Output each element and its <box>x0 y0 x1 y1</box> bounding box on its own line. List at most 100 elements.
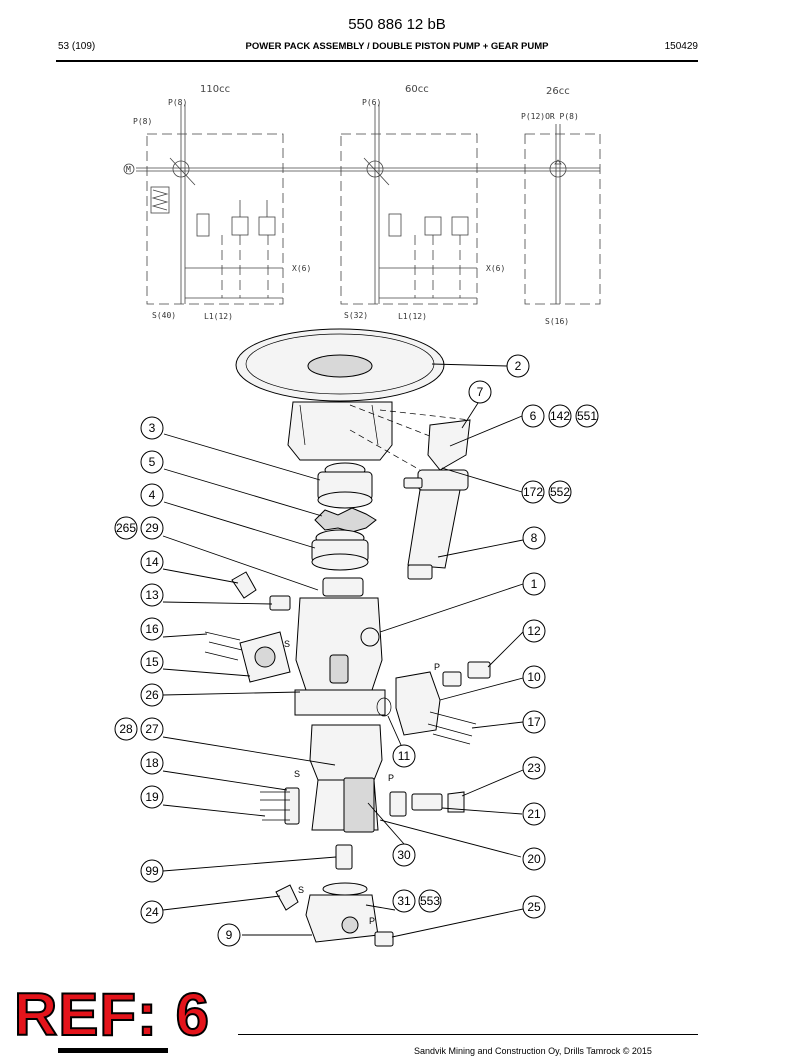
callout[interactable]: 265 <box>114 516 138 540</box>
svg-text:26: 26 <box>145 688 159 702</box>
pump-2-top-port: P(6) <box>362 98 381 107</box>
svg-text:24: 24 <box>145 905 159 919</box>
callout[interactable]: 21 <box>522 802 546 826</box>
svg-text:99: 99 <box>145 864 159 878</box>
svg-text:11: 11 <box>398 749 411 763</box>
port-letter: S <box>294 769 300 779</box>
svg-text:10: 10 <box>527 670 541 684</box>
svg-text:553: 553 <box>420 894 440 908</box>
valve-block <box>395 671 441 736</box>
callout[interactable]: 9 <box>217 923 241 947</box>
gear-pump <box>305 894 379 943</box>
page-number: 53 (109) <box>58 41 96 52</box>
port-letter: S <box>298 885 304 895</box>
page-title: POWER PACK ASSEMBLY / DOUBLE PISTON PUMP… <box>245 41 549 52</box>
filter-bracket <box>427 419 471 471</box>
filter-bowl <box>407 489 461 569</box>
filter-head <box>417 469 469 491</box>
port-letter: P <box>388 773 394 783</box>
port-letter: P <box>434 662 440 672</box>
callout[interactable]: 7 <box>468 380 492 404</box>
callout[interactable]: 8 <box>522 526 546 550</box>
callout[interactable]: 23 <box>522 756 546 780</box>
date-code: 150429 <box>664 41 698 52</box>
callout[interactable]: 31 <box>392 889 416 913</box>
second-piston-pump <box>309 724 383 781</box>
callout[interactable]: 15 <box>140 650 164 674</box>
pump-3-displacement: 26cc <box>546 86 570 97</box>
callout[interactable]: 6 <box>521 404 545 428</box>
svg-text:20: 20 <box>527 852 541 866</box>
callout[interactable]: 11 <box>392 744 416 768</box>
callout[interactable]: 24 <box>140 900 164 924</box>
callout[interactable]: 10 <box>522 665 546 689</box>
svg-text:4: 4 <box>149 488 156 502</box>
callout[interactable]: 17 <box>522 710 546 734</box>
svg-text:2: 2 <box>515 359 522 373</box>
svg-text:5: 5 <box>149 455 156 469</box>
svg-text:29: 29 <box>145 521 159 535</box>
callout[interactable]: 30 <box>392 843 416 867</box>
svg-text:6: 6 <box>530 409 537 423</box>
port-letter: P <box>369 916 375 926</box>
svg-text:142: 142 <box>550 409 570 423</box>
pump-1-side-port: P(8) <box>133 117 152 126</box>
leader-lines <box>162 363 524 938</box>
svg-text:17: 17 <box>527 715 541 729</box>
callout[interactable]: 172 <box>521 480 545 504</box>
callout[interactable]: 4 <box>140 483 164 507</box>
callout[interactable]: 3 <box>140 416 164 440</box>
svg-text:3: 3 <box>149 421 156 435</box>
callout[interactable]: 13 <box>140 583 164 607</box>
svg-text:21: 21 <box>527 807 541 821</box>
pump-3-frame <box>524 133 601 305</box>
intermediate-flange <box>294 689 386 716</box>
svg-text:8: 8 <box>531 531 538 545</box>
callout[interactable]: 551 <box>575 404 599 428</box>
callout[interactable]: 28 <box>114 717 138 741</box>
callout[interactable]: 29 <box>140 516 164 540</box>
coupling-spider <box>314 507 377 533</box>
svg-text:18: 18 <box>145 756 159 770</box>
document-number: 550 886 12 bB <box>348 16 446 33</box>
callout[interactable]: 19 <box>140 785 164 809</box>
motor-label: M <box>126 165 131 174</box>
callout[interactable]: 26 <box>140 683 164 707</box>
pump-1-frame <box>146 133 284 305</box>
callout[interactable]: 552 <box>548 480 572 504</box>
header-rule <box>56 60 698 62</box>
pump-2-displacement: 60cc <box>405 84 429 95</box>
callout[interactable]: 1 <box>522 572 546 596</box>
callout[interactable]: 2 <box>506 354 530 378</box>
svg-text:28: 28 <box>119 722 133 736</box>
callout[interactable]: 18 <box>140 751 164 775</box>
pump-1-x-port: X(6) <box>292 264 311 273</box>
callout[interactable]: 5 <box>140 450 164 474</box>
svg-text:19: 19 <box>145 790 159 804</box>
callout-bubbles: 2 7 6 142 551 3 172 552 5 4 8 265 29 14 … <box>114 354 599 947</box>
coupling-sleeve <box>335 844 353 870</box>
callout[interactable]: 553 <box>418 889 442 913</box>
callout[interactable]: 20 <box>522 847 546 871</box>
svg-text:13: 13 <box>145 588 159 602</box>
pump-3-s-port: S(16) <box>545 317 569 326</box>
callout[interactable]: 27 <box>140 717 164 741</box>
callout[interactable]: 14 <box>140 550 164 574</box>
company-logo <box>58 1048 168 1053</box>
svg-text:15: 15 <box>145 655 159 669</box>
svg-text:172: 172 <box>523 485 543 499</box>
callout[interactable]: 142 <box>548 404 572 428</box>
callout[interactable]: 25 <box>522 895 546 919</box>
svg-text:552: 552 <box>550 485 570 499</box>
svg-text:23: 23 <box>527 761 541 775</box>
svg-text:27: 27 <box>145 722 159 736</box>
ref-stamp: REF: 6 <box>13 981 211 1048</box>
adapter-fitting <box>269 595 291 611</box>
callout[interactable]: 16 <box>140 617 164 641</box>
callout[interactable]: 99 <box>140 859 164 883</box>
callout[interactable]: 12 <box>522 619 546 643</box>
bell-housing <box>287 401 393 461</box>
pump-1-top-port: P(8) <box>168 98 187 107</box>
svg-text:265: 265 <box>116 521 136 535</box>
